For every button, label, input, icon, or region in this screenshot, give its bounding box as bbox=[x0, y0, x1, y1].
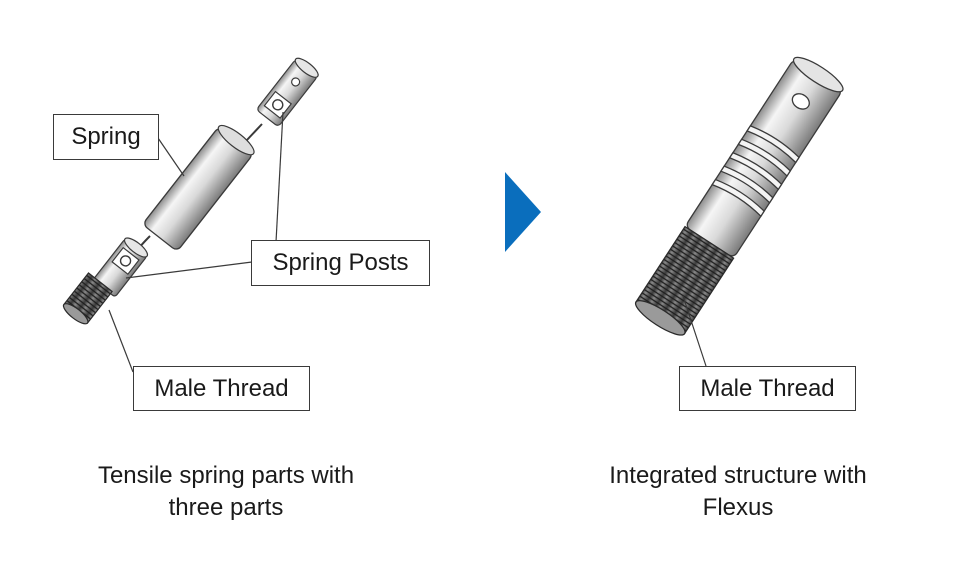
flexus-shaft bbox=[686, 60, 841, 257]
cross-hole bbox=[791, 93, 810, 110]
leader-lines-left bbox=[108, 111, 284, 373]
spring-body bbox=[144, 124, 255, 250]
left-assembly bbox=[62, 57, 319, 373]
helical-slots bbox=[711, 125, 800, 218]
callout-spring: Spring bbox=[53, 114, 159, 160]
caption-left-line2: three parts bbox=[168, 494, 284, 521]
caption-right-line2: Flexus bbox=[702, 494, 774, 521]
callout-spring-posts: Spring Posts bbox=[251, 240, 430, 286]
callout-male-thread-left: Male Thread bbox=[133, 366, 310, 411]
caption-left: Tensile spring parts with three parts bbox=[56, 460, 396, 524]
callout-male-thread-right: Male Thread bbox=[679, 366, 856, 411]
chevron-right-triangle-icon bbox=[505, 172, 541, 252]
right-assembly bbox=[634, 56, 844, 336]
caption-right-line1: Integrated structure with bbox=[609, 462, 867, 489]
caption-right: Integrated structure with Flexus bbox=[568, 460, 908, 524]
spring-hook-top bbox=[245, 123, 263, 142]
spring-post-bottom bbox=[93, 237, 149, 297]
caption-left-line1: Tensile spring parts with bbox=[97, 462, 355, 489]
spring-post-top bbox=[257, 57, 319, 126]
male-thread-left bbox=[62, 272, 113, 325]
leader-line-right bbox=[682, 295, 707, 367]
